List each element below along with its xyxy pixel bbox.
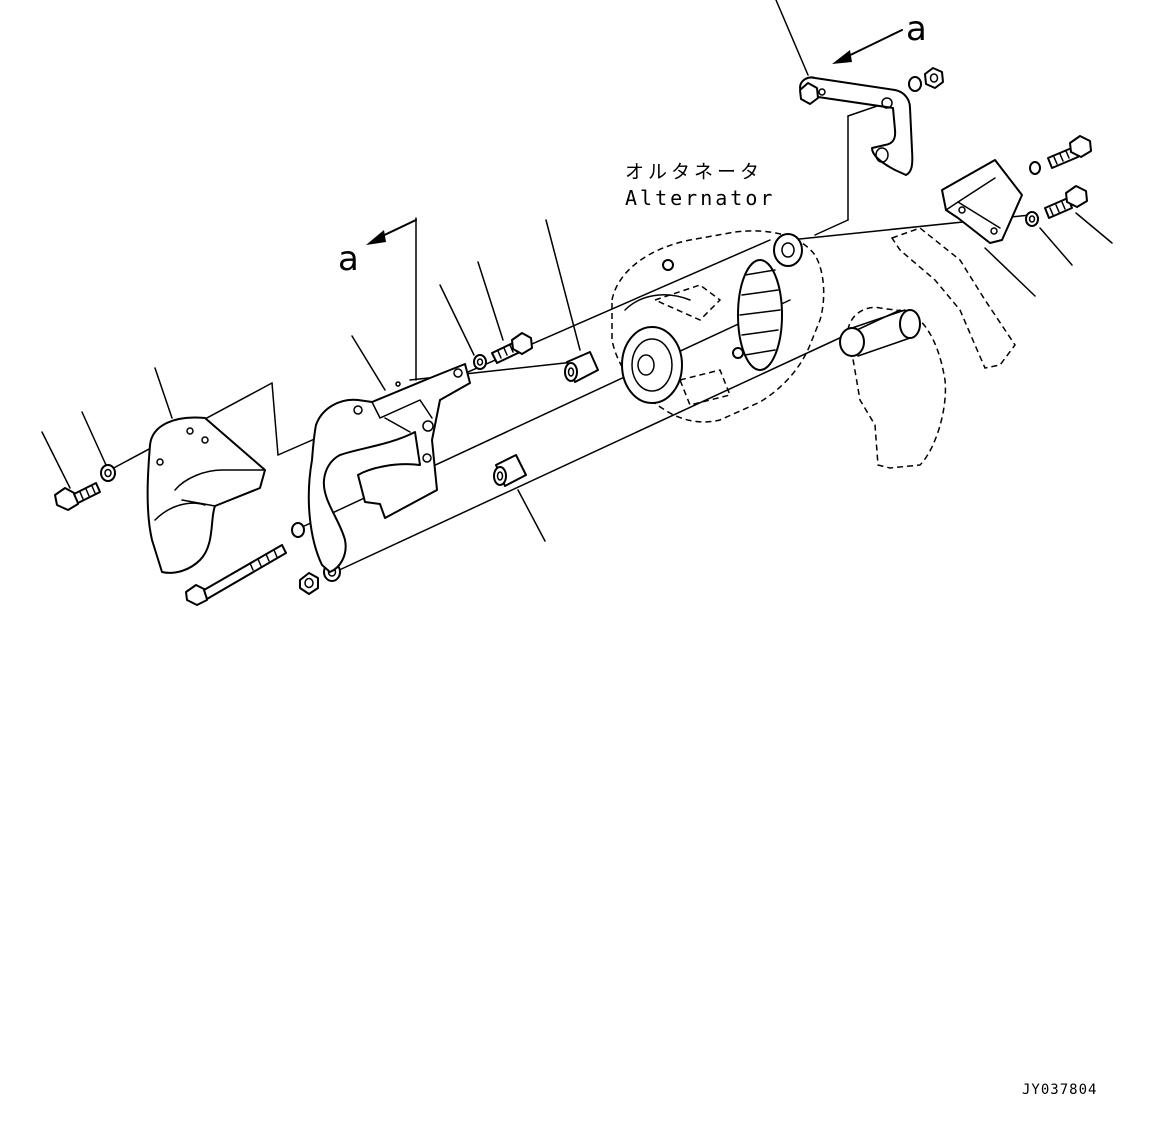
small-washer-mid (291, 522, 305, 538)
belt-cover (146, 416, 266, 574)
bracket-washer (473, 354, 487, 370)
leader-lines (41, 0, 1113, 542)
adjusting-link (799, 76, 914, 176)
spacer-collar-lower (493, 454, 527, 487)
view-arrow-left (366, 219, 417, 245)
long-bolt (185, 544, 287, 606)
right-lower-bolt (1044, 185, 1088, 219)
view-marker-top-label: a (906, 9, 927, 49)
alternator-label-english: Alternator (625, 186, 775, 210)
right-upper-bolt (1047, 135, 1092, 169)
drawing-id: JY037804 (1022, 1082, 1097, 1098)
spacer-collar-upper (564, 351, 599, 383)
engine-bracket-dashed (839, 227, 1016, 469)
left-bolt (54, 482, 101, 511)
assembly-center-lines (109, 104, 1031, 573)
right-lower-washer (1025, 211, 1039, 227)
right-upper-washer (1029, 161, 1041, 175)
bracket-bolt (491, 332, 533, 364)
top-washer-and-nut (908, 67, 944, 92)
view-arrow-top (832, 29, 903, 64)
alternator-body (611, 230, 825, 423)
view-marker-left-label: a (338, 239, 359, 279)
mounting-bracket (307, 363, 471, 573)
alternator-label-japanese: オルタネータ (625, 161, 763, 183)
right-small-bracket (941, 159, 1023, 244)
left-washer (100, 464, 116, 482)
